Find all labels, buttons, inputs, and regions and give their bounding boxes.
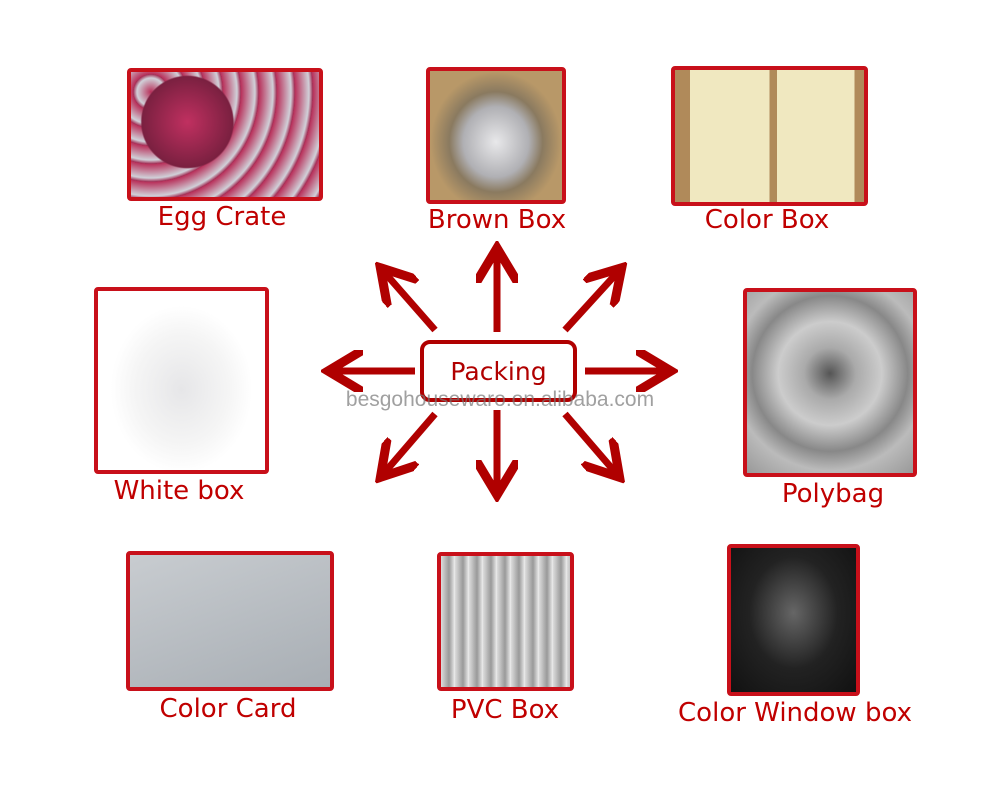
white-box-photo: [94, 287, 269, 474]
color-window-box-photo: [727, 544, 860, 696]
polybag-label: Polybag: [781, 479, 885, 509]
color-card-photo: [126, 551, 334, 691]
brown-box-photo: [426, 67, 566, 204]
polybag-photo: [743, 288, 917, 477]
pvc-box-photo: [437, 552, 574, 691]
packing-center-box: Packing: [420, 340, 577, 402]
brown-box-label: Brown Box: [427, 205, 567, 235]
color-window-box-label: Color Window box: [678, 698, 912, 728]
arrow-down-right: [562, 411, 615, 472]
color-box-photo: [671, 66, 868, 206]
arrow-down-left: [385, 411, 438, 472]
arrow-up-right: [562, 273, 617, 333]
egg-crate-label: Egg Crate: [157, 202, 287, 232]
packing-label: Packing: [450, 356, 547, 386]
color-card-label: Color Card: [159, 694, 297, 724]
arrow-up-left: [385, 273, 438, 333]
pvc-box-label: PVC Box: [450, 695, 560, 725]
egg-crate-photo: [127, 68, 323, 201]
color-box-label: Color Box: [704, 205, 830, 235]
watermark: besgohousewaro.on.alibaba.com: [345, 388, 655, 411]
white-box-label: White box: [113, 476, 245, 506]
